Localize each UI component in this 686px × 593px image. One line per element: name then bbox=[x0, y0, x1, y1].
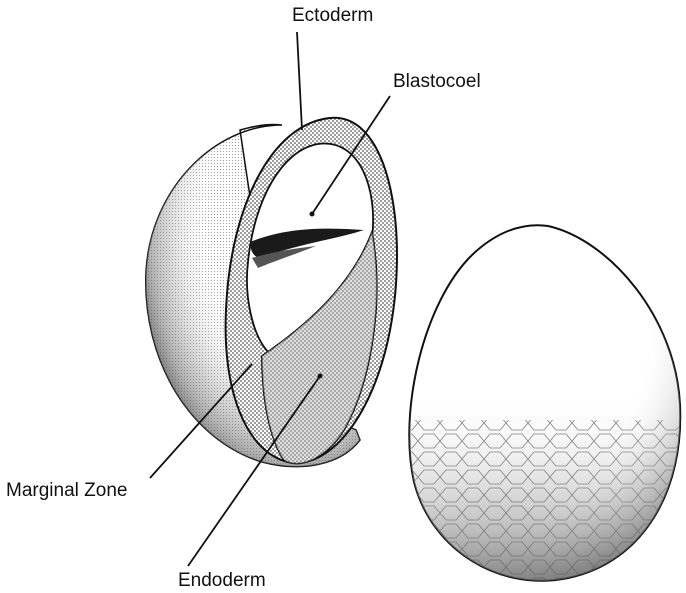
marginal-zone-label: Marginal Zone bbox=[6, 481, 127, 500]
dissected-embryo bbox=[146, 118, 397, 467]
whole-embryo bbox=[400, 220, 686, 593]
ectoderm-label: Ectoderm bbox=[292, 6, 373, 25]
blastocoel-pointer-dot bbox=[310, 212, 315, 217]
ectoderm-leader-line bbox=[297, 32, 302, 130]
endoderm-label: Endoderm bbox=[178, 571, 266, 590]
blastocoel-label: Blastocoel bbox=[393, 72, 481, 91]
endoderm-pointer-dot bbox=[318, 374, 323, 379]
